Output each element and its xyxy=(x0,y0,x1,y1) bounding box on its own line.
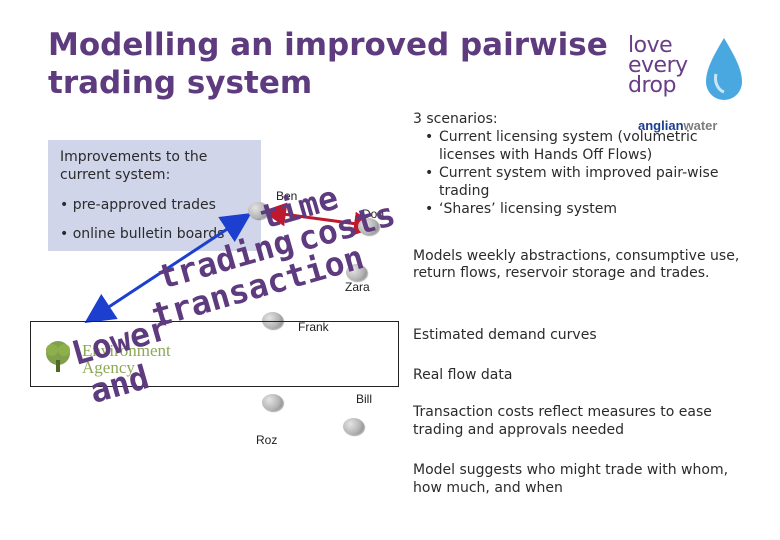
node-frank xyxy=(262,312,283,329)
node-label-roz: Roz xyxy=(256,433,278,447)
ben-don-trade-arrow xyxy=(262,202,378,236)
note-demand-curves: Estimated demand curves xyxy=(413,327,597,343)
environment-agency-box xyxy=(30,321,399,387)
node-zara xyxy=(346,264,367,281)
note-flow-data: Real flow data xyxy=(413,367,513,383)
agency-line1: Environment xyxy=(82,341,171,360)
water-drop-icon xyxy=(706,38,742,100)
logo-word-drop: drop xyxy=(628,73,676,98)
scenario-item-label: Current system with improved pair-wise t… xyxy=(439,165,719,199)
model-description: Models weekly abstractions, consumptive … xyxy=(413,248,740,281)
scenario-item-label: Current licensing system (volumetric lic… xyxy=(439,129,698,163)
node-label-ben: Ben xyxy=(276,189,298,203)
node-ben xyxy=(248,202,269,219)
agency-line2: Agency xyxy=(82,358,135,377)
brand-tail: water xyxy=(683,118,718,133)
improvement-item-label: pre-approved trades xyxy=(72,197,216,213)
love-every-drop-logo: love every drop anglianwater xyxy=(628,34,748,134)
node-label-bill: Bill xyxy=(356,392,373,406)
slide-title-line2: trading system xyxy=(48,65,313,101)
scenarios-block: 3 scenarios: •Current licensing system (… xyxy=(413,110,753,218)
brand-main: anglian xyxy=(638,118,684,133)
environment-agency-tree-icon xyxy=(46,341,70,372)
node-label-frank: Frank xyxy=(298,320,329,334)
note-transaction-costs: Transaction costs reflect measures to ea… xyxy=(413,404,712,438)
scenario-item-label: ‘Shares’ licensing system xyxy=(439,201,618,217)
logo-word-love: love xyxy=(628,33,673,58)
slide-title: Modelling an improved pairwise trading s… xyxy=(48,26,608,102)
improvement-item: • pre-approved trades xyxy=(60,197,216,213)
slide-title-line1: Modelling an improved pairwise xyxy=(48,27,608,63)
scenario-item: •‘Shares’ licensing system xyxy=(425,201,618,217)
logo-word-every: every xyxy=(628,53,688,78)
anglian-water-logo: anglianwater xyxy=(638,118,717,133)
note-model-suggests: Model suggests who might trade with whom… xyxy=(413,462,729,496)
scenario-item: •Current system with improved pair-wise … xyxy=(425,165,719,199)
scenario-item: •Current licensing system (volumetric li… xyxy=(425,129,698,163)
ben-agency-arrow xyxy=(84,213,252,323)
scenarios-heading: 3 scenarios: xyxy=(413,111,498,127)
node-roz xyxy=(262,394,283,411)
node-label-zara: Zara xyxy=(345,280,370,294)
node-don xyxy=(358,218,379,235)
node-label-don: Don xyxy=(362,207,385,221)
node-bill xyxy=(343,418,364,435)
improvements-heading: Improvements to the current system: xyxy=(60,149,208,183)
environment-agency-wordmark: Environment Agency xyxy=(82,342,171,376)
